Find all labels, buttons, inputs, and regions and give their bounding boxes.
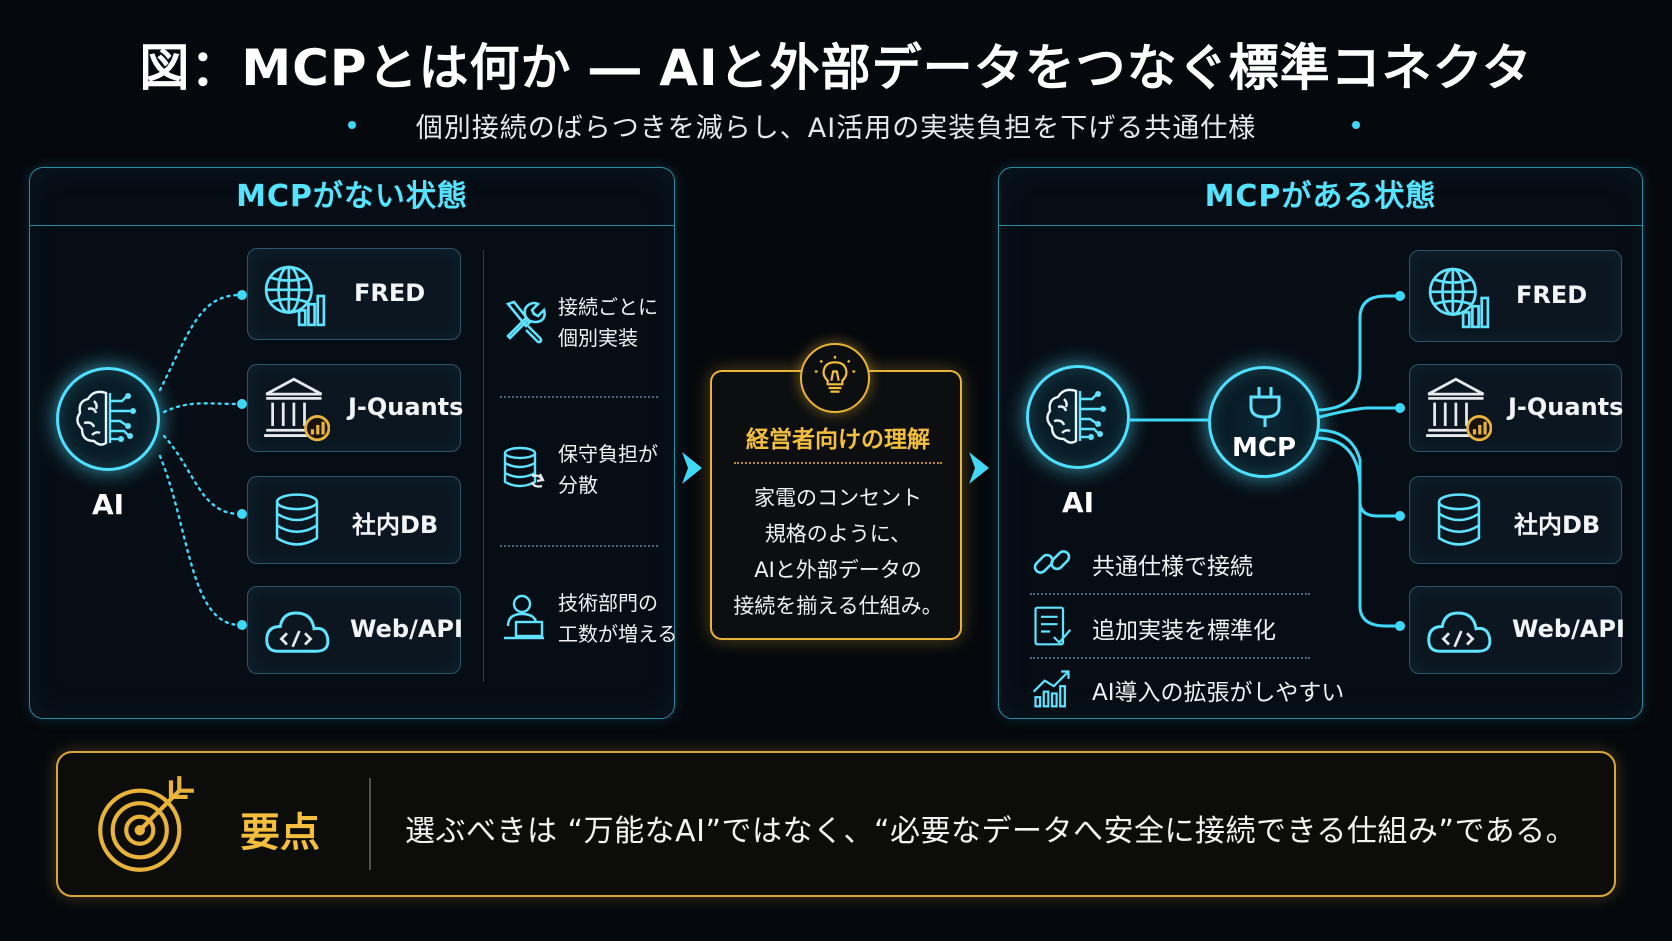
ai-hub-left [56, 367, 160, 471]
issue-1: 接続ごとに 個別実装 [558, 295, 658, 350]
ai-label-right: AI [1061, 486, 1095, 519]
issue-separator [500, 545, 658, 547]
keypoint-label: 要点 [240, 810, 320, 856]
source-db-right: 社内DB [1409, 476, 1622, 564]
benefit-separator [1030, 593, 1310, 595]
keypoint-divider [369, 778, 371, 870]
page-title: 図：MCPとは何か ― AIと外部データをつなぐ標準コネクタ [139, 39, 1533, 97]
subtitle-decorative-lines [180, 121, 1520, 129]
bulb-badge [800, 343, 870, 413]
center-title: 経営者向けの理解 [746, 427, 930, 453]
arrow-right-icon [969, 452, 989, 484]
center-body: 家電のコンセント 規格のように、 AIと外部データの 接続を揃える仕組み。 [733, 486, 943, 618]
source-fred-left: FRED [247, 248, 461, 340]
page-subtitle: 個別接続のばらつきを減らし、AI活用の実装負担を下げる共通仕様 [415, 113, 1257, 144]
mcp-label: MCP [1231, 433, 1296, 463]
panel-header-with-mcp: MCPがある状態 [999, 168, 1642, 226]
plug-icon [1241, 383, 1289, 431]
tools-icon [500, 296, 548, 344]
dotted-connectors-left [158, 290, 247, 630]
benefit-2: 追加実装を標準化 [1092, 618, 1276, 644]
cloud-code-icon [1422, 595, 1494, 667]
checklist-icon [1030, 604, 1074, 648]
source-jquants-right: J-Quants [1409, 364, 1623, 452]
center-separator [734, 462, 942, 464]
issue-2: 保守負担が 分散 [558, 442, 658, 497]
source-db-left: 社内DB [247, 476, 461, 564]
benefit-separator [1030, 657, 1310, 659]
panel-header-without-mcp: MCPがない状態 [30, 168, 674, 226]
benefit-3: AI導入の拡張がしやすい [1092, 680, 1345, 706]
bank-icon [262, 375, 330, 443]
mcp-connectors [1130, 291, 1405, 631]
source-jquants-left: J-Quants [247, 364, 463, 452]
benefit-1: 共通仕様で接続 [1092, 554, 1253, 580]
database-icon [1430, 491, 1488, 549]
source-webapi-left: Web/API [247, 586, 463, 674]
globe-chart-icon [262, 263, 328, 329]
source-fred-right: FRED [1409, 250, 1622, 342]
mcp-hub: MCP [1208, 366, 1320, 478]
bank-icon [1424, 375, 1492, 443]
issue-3: 技術部門の 工数が増える [558, 591, 678, 646]
issue-separator [500, 396, 658, 398]
globe-chart-icon [1426, 265, 1492, 331]
database-icon [268, 491, 326, 549]
source-webapi-right: Web/API [1409, 586, 1625, 674]
database-sync-icon [500, 444, 548, 492]
arrow-right-icon [682, 452, 702, 484]
cloud-code-icon [260, 595, 332, 667]
target-arrow-icon [94, 772, 198, 876]
engineer-laptop-icon [500, 592, 548, 640]
brain-icon [1038, 377, 1118, 457]
brain-icon [68, 379, 148, 459]
issues-divider [483, 250, 484, 682]
ai-label-left: AI [91, 488, 125, 521]
lightbulb-icon [813, 355, 857, 399]
keypoint-box [56, 751, 1616, 897]
executive-understanding-box: 経営者向けの理解 家電のコンセント 規格のように、 AIと外部データの 接続を揃… [710, 370, 962, 640]
keypoint-text: 選ぶべきは “万能なAI”ではなく、“必要なデータへ安全に接続できる仕組み”であ… [405, 814, 1577, 849]
ai-hub-right [1026, 365, 1130, 469]
growth-chart-icon [1030, 666, 1074, 710]
link-icon [1030, 540, 1074, 584]
